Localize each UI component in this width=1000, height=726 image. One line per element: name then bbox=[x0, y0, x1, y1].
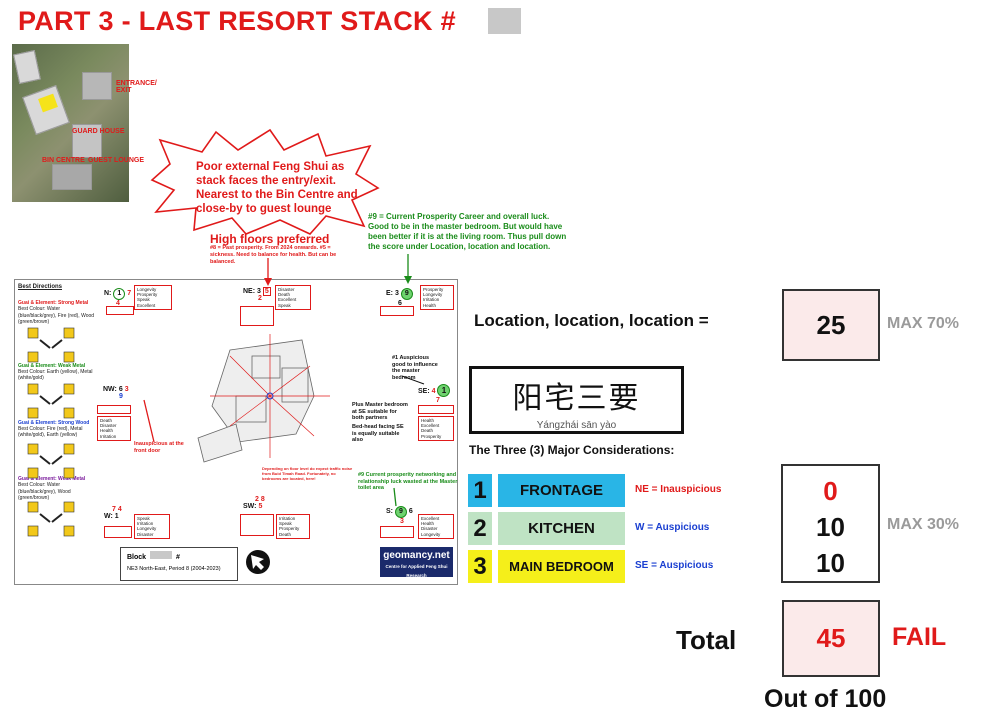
best-direction-4: Guai & Element: Weak Metal Best Colour: … bbox=[18, 476, 86, 501]
sector-ne: NE: 3 5 2 bbox=[243, 287, 271, 302]
compass-arrows-icon bbox=[27, 327, 75, 537]
best-directions-title: Best Directions bbox=[18, 284, 63, 290]
sector-n-avoid bbox=[106, 306, 134, 315]
prosperity-note: #9 = Current Prosperity Career and overa… bbox=[368, 212, 567, 251]
frontage-note: NE = Inauspicious bbox=[635, 484, 722, 495]
sector-n: N: 1 7 4 bbox=[104, 288, 132, 307]
chinese-title-box: 阳宅三要 Yángzhái sān yào bbox=[469, 366, 684, 434]
aerial-label-entrance: ENTRANCE/ EXIT bbox=[116, 80, 157, 94]
sector-e: E: 3 9 6 bbox=[386, 288, 413, 307]
location-label: Location, location, location = bbox=[474, 311, 709, 330]
aerial-label-guest-lounge: GUEST LOUNGE bbox=[88, 157, 145, 164]
sector-s-avoid bbox=[380, 526, 414, 538]
aerial-label-guard-house: GUARD HOUSE bbox=[72, 128, 125, 135]
aerial-site-photo bbox=[12, 44, 129, 202]
frontage-label: FRONTAGE bbox=[498, 474, 625, 507]
sector-w-avoid bbox=[104, 526, 132, 538]
front-door-note: Inauspicious at the front door bbox=[134, 441, 184, 454]
bedroom-note: SE = Auspicious bbox=[635, 560, 714, 571]
pinyin: Yángzhái sān yào bbox=[536, 420, 617, 431]
north-arrow-icon bbox=[246, 550, 270, 574]
redacted-stack-number bbox=[488, 8, 521, 34]
sector-sw: 2 8 SW: 5 bbox=[243, 496, 265, 510]
sector-nw: NW: 6 3 9 bbox=[103, 386, 129, 400]
total-score: 45 bbox=[782, 600, 880, 677]
sector-se: SE: 4 1 7 bbox=[418, 384, 451, 404]
kitchen-label: KITCHEN bbox=[498, 512, 625, 545]
sector-e-avoid bbox=[380, 306, 414, 316]
result-badge: FAIL bbox=[892, 623, 947, 651]
bedroom-number: 3 bbox=[468, 550, 492, 583]
best-directions-column: Best Directions Guai & Element: Strong M… bbox=[18, 284, 96, 501]
bedroom-score: 10 bbox=[816, 548, 845, 578]
high-floors-note: #8 = Past prosperity. From 2024 onwards.… bbox=[210, 245, 337, 265]
block-label-box: Block # NE3 North-East, Period 8 (2004-2… bbox=[120, 547, 238, 581]
kitchen-score: 10 bbox=[816, 512, 845, 542]
auspicious-note: #1 Auspicious good to influence the mast… bbox=[392, 355, 438, 381]
apartment-floor-plan bbox=[197, 334, 330, 463]
best-direction-3: Guai & Element: Strong Wood Best Colour:… bbox=[18, 419, 90, 439]
sector-sw-avoid bbox=[240, 514, 274, 536]
sector-w: 7 4 W: 1 bbox=[104, 506, 122, 520]
location-max: MAX 70% bbox=[887, 315, 960, 332]
chinese-title: 阳宅三要 bbox=[512, 381, 641, 416]
toilet-note: #9 Current prosperity networking and rel… bbox=[358, 472, 458, 491]
frontage-score: 0 bbox=[823, 476, 838, 506]
floor-noise-note: Depending on floor level do expect traff… bbox=[262, 466, 353, 481]
kitchen-number: 2 bbox=[468, 512, 492, 545]
annotation-arrows bbox=[143, 254, 425, 507]
sector-nw-avoid bbox=[97, 405, 131, 414]
sector-se-avoid bbox=[418, 405, 454, 414]
considerations-title: The Three (3) Major Considerations: bbox=[469, 443, 675, 457]
bedroom-label: MAIN BEDROOM bbox=[498, 550, 625, 583]
frontage-number: 1 bbox=[468, 474, 492, 507]
page-title: PART 3 - LAST RESORT STACK # bbox=[18, 6, 456, 36]
aerial-label-bin-centre: BIN CENTRE bbox=[42, 157, 85, 164]
callout-text: Poor external Feng Shui as stack faces t… bbox=[196, 161, 358, 215]
best-direction-2: Guai & Element: Weak Metal Best Colour: … bbox=[18, 363, 93, 382]
sector-ne-avoid bbox=[240, 306, 274, 326]
sector-s: S: 9 6 3 bbox=[386, 506, 413, 525]
bed-head-note: Bed-head facing SE is equally suitable a… bbox=[352, 424, 404, 443]
high-floors-title: High floors preferred bbox=[210, 232, 330, 246]
master-bedroom-note: Plus Master bedroom at SE suitable for b… bbox=[352, 402, 408, 421]
total-label: Total bbox=[676, 625, 737, 655]
best-direction-1: Guai & Element: Strong Metal Best Colour… bbox=[18, 300, 95, 325]
kitchen-note: W = Auspicious bbox=[635, 522, 710, 533]
location-score: 25 bbox=[782, 289, 880, 361]
category-max: MAX 30% bbox=[887, 516, 960, 533]
out-of-label: Out of 100 bbox=[764, 685, 887, 713]
category-scores-box: 0 10 10 bbox=[781, 464, 880, 583]
callout-starburst bbox=[150, 128, 380, 235]
geomancy-logo: geomancy.net Centre for Applied Feng Shu… bbox=[380, 547, 453, 578]
